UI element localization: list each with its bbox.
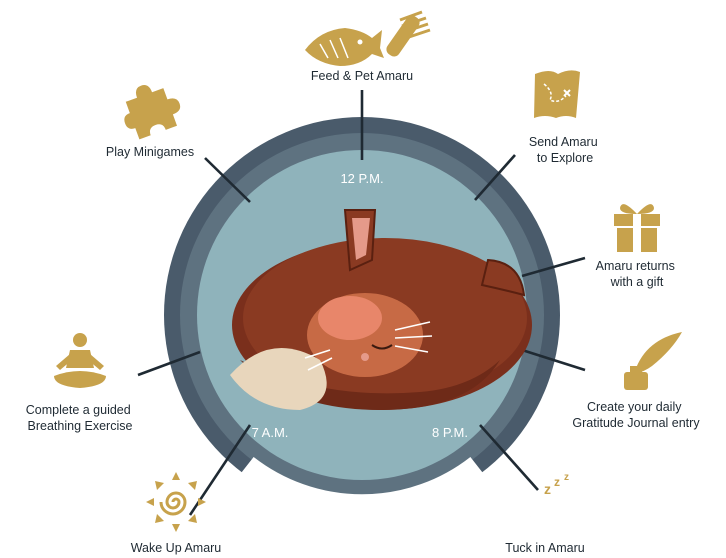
label-amaru-returns: Amaru returns with a gift [596, 259, 679, 289]
cat-face-light [318, 296, 382, 340]
puzzle-piece-icon [115, 75, 187, 142]
label-wake-up: Wake Up Amaru [131, 541, 222, 555]
svg-text:z: z [544, 481, 551, 497]
meditating-person-icon [54, 333, 106, 388]
fish-and-comb-icon [305, 12, 430, 66]
label-send-explore: Send Amaru to Explore [529, 135, 601, 165]
label-tuck-in: Tuck in Amaru [505, 541, 584, 555]
time-label-evening: 8 P.M. [432, 425, 468, 440]
treasure-map-icon [534, 70, 580, 118]
svg-text:z: z [564, 472, 569, 483]
label-breathing-exercise: Complete a guided Breathing Exercise [26, 403, 134, 433]
gift-box-icon [614, 204, 660, 252]
label-gratitude-journal: Create your daily Gratitude Journal entr… [572, 400, 700, 430]
sun-spiral-icon [146, 472, 206, 532]
quill-and-inkwell-icon [624, 332, 682, 390]
svg-text:z: z [554, 475, 560, 489]
label-play-minigames: Play Minigames [106, 145, 194, 159]
time-label-morning: 7 A.M. [252, 425, 289, 440]
label-feed-pet: Feed & Pet Amaru [311, 69, 413, 83]
cat-nose [361, 353, 369, 361]
time-label-noon: 12 P.M. [340, 171, 383, 186]
